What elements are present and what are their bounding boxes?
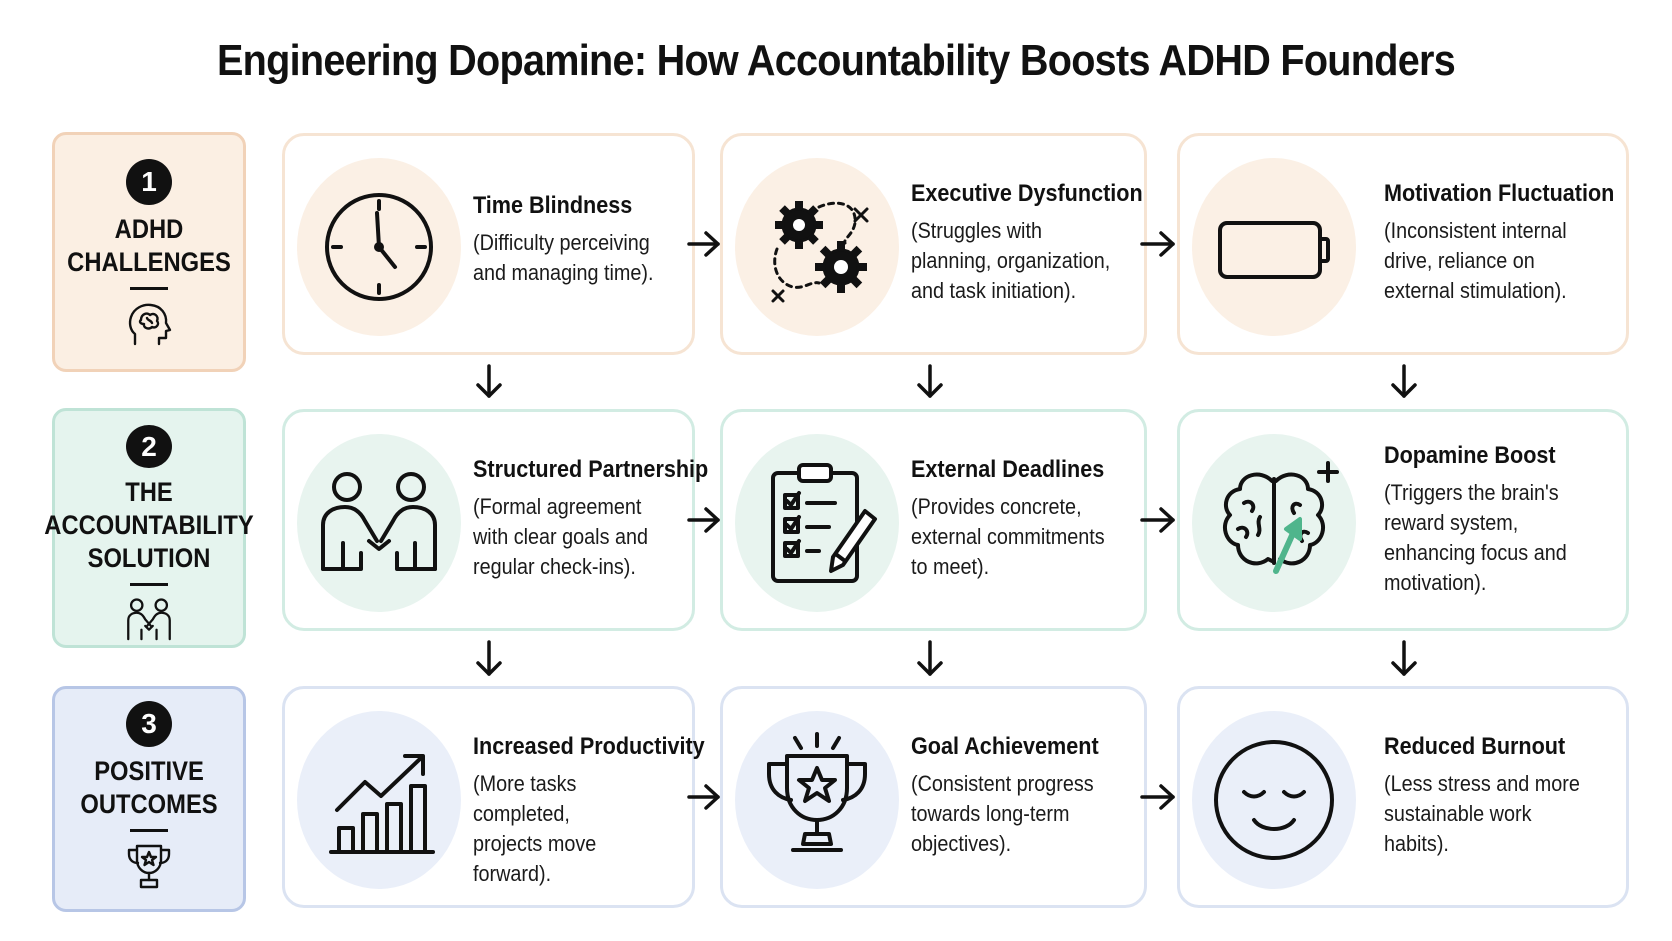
card-description: (Struggles with planning, organization, … <box>911 218 1111 303</box>
card-description: (Less stress and more sustainable work h… <box>1384 771 1580 856</box>
arrow-right-icon <box>687 231 720 257</box>
icon-circle <box>297 434 461 612</box>
card-dopamine-boost: Dopamine Boost (Triggers the brain's rew… <box>1177 409 1629 631</box>
step-number-badge: 3 <box>126 701 172 747</box>
arrow-right-icon <box>687 784 720 810</box>
card-description: (Consistent progress towards long-term o… <box>911 771 1094 856</box>
bar-chart-growth-icon <box>329 754 435 854</box>
arrow-right-icon <box>687 507 720 533</box>
battery-icon <box>1218 221 1330 279</box>
card-description: (Difficulty perceiving and managing time… <box>473 230 654 285</box>
calm-face-icon <box>1214 740 1334 860</box>
trophy-icon <box>127 844 171 889</box>
card-title: Time Blindness <box>473 192 633 219</box>
card-title: External Deadlines <box>911 456 1105 483</box>
arrow-down-icon <box>917 640 943 676</box>
row-label-text: ADHD CHALLENGES <box>67 214 231 277</box>
clipboard-checklist-icon <box>771 463 877 583</box>
icon-circle <box>1192 434 1356 612</box>
handshake-icon <box>127 598 171 641</box>
icon-circle <box>1192 711 1356 889</box>
card-title: Motivation Fluctuation <box>1384 180 1615 207</box>
arrow-right-icon <box>1140 231 1175 257</box>
card-time-blindness: Time Blindness (Difficulty perceiving an… <box>282 133 695 355</box>
card-structured-partnership: Structured Partnership (Formal agreement… <box>282 409 708 631</box>
row-label-text: THE ACCOUNTABILITY SOLUTION <box>44 477 254 574</box>
card-title: Executive Dysfunction <box>911 180 1143 207</box>
row-label-outcomes: 3 POSITIVE OUTCOMES <box>52 686 246 912</box>
arrow-down-icon <box>1391 640 1417 676</box>
card-description: (More tasks completed, projects move for… <box>473 771 597 886</box>
card-description: (Formal agreement with clear goals and r… <box>473 494 649 579</box>
icon-circle <box>735 158 899 336</box>
handshake-icon <box>321 472 437 571</box>
page-title: Engineering Dopamine: How Accountability… <box>216 36 1456 85</box>
icon-circle <box>735 711 899 889</box>
brain-head-icon <box>128 303 172 346</box>
card-motivation-fluctuation: Motivation Fluctuation (Inconsistent int… <box>1177 133 1629 355</box>
arrow-down-icon <box>1391 364 1417 398</box>
card-title: Dopamine Boost <box>1384 442 1556 469</box>
icon-circle <box>297 158 461 336</box>
card-title: Goal Achievement <box>911 733 1099 760</box>
card-executive-dysfunction: Executive Dysfunction (Struggles with pl… <box>720 133 1147 355</box>
brain-arrow-icon <box>1222 461 1339 574</box>
row-label-challenges: 1 ADHD CHALLENGES <box>52 132 246 372</box>
icon-circle <box>1192 158 1356 336</box>
card-description: (Provides concrete, external commitments… <box>911 494 1105 579</box>
card-goal-achievement: Goal Achievement (Consistent progress to… <box>720 686 1147 908</box>
gears-icon <box>771 201 869 303</box>
card-reduced-burnout: Reduced Burnout (Less stress and more su… <box>1177 686 1629 908</box>
clock-icon <box>325 193 433 301</box>
card-external-deadlines: External Deadlines (Provides concrete, e… <box>720 409 1147 631</box>
divider <box>130 829 168 832</box>
row-label-text: POSITIVE OUTCOMES <box>80 756 218 819</box>
arrow-right-icon <box>1140 507 1175 533</box>
card-description: (Inconsistent internal drive, reliance o… <box>1384 218 1567 303</box>
trophy-icon <box>767 732 867 852</box>
step-number-badge: 1 <box>126 159 172 205</box>
card-increased-productivity: Increased Productivity (More tasks compl… <box>282 686 705 908</box>
divider <box>130 583 168 587</box>
card-description: (Triggers the brain's reward system, enh… <box>1384 480 1567 595</box>
arrow-down-icon <box>476 640 502 676</box>
card-title: Increased Productivity <box>473 733 705 760</box>
icon-circle <box>297 711 461 889</box>
arrow-down-icon <box>917 364 943 398</box>
arrow-down-icon <box>476 364 502 398</box>
arrow-right-icon <box>1140 784 1175 810</box>
divider <box>130 287 168 290</box>
card-title: Reduced Burnout <box>1384 733 1566 760</box>
row-label-solution: 2 THE ACCOUNTABILITY SOLUTION <box>44 408 254 648</box>
card-title: Structured Partnership <box>473 456 709 483</box>
step-number-badge: 2 <box>126 425 172 469</box>
icon-circle <box>735 434 899 612</box>
